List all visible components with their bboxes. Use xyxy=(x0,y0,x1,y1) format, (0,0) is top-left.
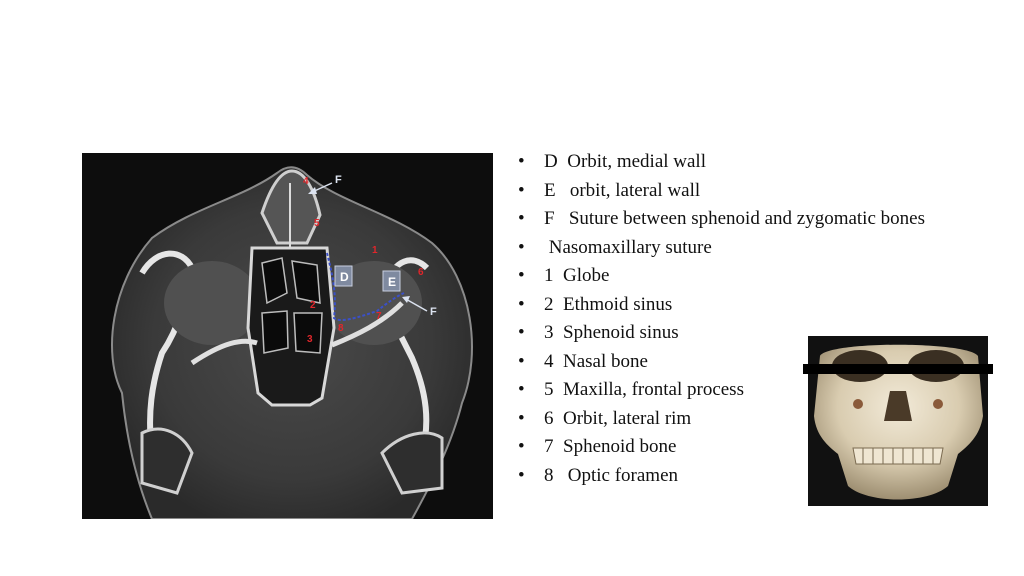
bullet-glyph: • xyxy=(518,265,525,286)
ct-scan-image: 4 5 1 6 2 3 7 8 D E F F xyxy=(82,153,493,519)
ct-label-f-top: F xyxy=(335,174,342,186)
arrow-f-right-head xyxy=(402,296,410,303)
legend-item-text: F Suture between sphenoid and zygomatic … xyxy=(544,208,925,229)
bullet-glyph: • xyxy=(518,350,525,372)
bullet-glyph: • xyxy=(518,407,525,429)
bullet-glyph: • xyxy=(518,436,525,457)
bullet-glyph: • xyxy=(518,379,525,400)
bullet-glyph: • xyxy=(518,208,525,229)
ct-label-2: 2 xyxy=(310,300,316,311)
legend-item: • 1 Globe xyxy=(518,266,948,285)
legend-item: • F Suture between sphenoid and zygomatic… xyxy=(518,209,948,228)
skull-right-cheek xyxy=(933,399,943,409)
right-temporal-bone xyxy=(380,431,444,495)
right-sphenoid-wing xyxy=(331,301,404,348)
ethmoid-cells xyxy=(261,257,323,354)
legend-item-text: Nasomaxillary suture xyxy=(544,236,712,258)
ct-label-4: 4 xyxy=(303,176,309,187)
bullet-glyph: • xyxy=(518,464,525,486)
left-globe xyxy=(164,261,260,345)
ct-scan-drawing: 4 5 1 6 2 3 7 8 D E F F xyxy=(111,166,473,519)
suture-line xyxy=(326,252,405,321)
skull-nasal-cavity xyxy=(884,391,912,421)
axial-cut-line xyxy=(803,364,993,374)
left-sphenoid-wing xyxy=(190,338,258,366)
legend-list: • D Orbit, medial wall • E orbit, lateral … xyxy=(518,152,948,494)
legend-item-text: 6 Orbit, lateral rim xyxy=(544,407,692,429)
legend-item: • 4 Nasal bone xyxy=(518,352,948,371)
legend-item-text: 7 Sphenoid bone xyxy=(544,436,677,457)
legend-item: • Nasomaxillary suture xyxy=(518,238,948,257)
skull-teeth xyxy=(852,447,944,465)
ct-label-7: 7 xyxy=(376,311,382,322)
ct-label-f-right: F xyxy=(430,306,437,318)
skull-left-cheek xyxy=(853,399,863,409)
legend-item: • E orbit, lateral wall xyxy=(518,181,948,200)
legend-item-text: E orbit, lateral wall xyxy=(544,179,701,201)
legend-item-text: 2 Ethmoid sinus xyxy=(544,293,673,315)
left-temporal-bone xyxy=(140,427,194,495)
ct-label-6: 6 xyxy=(418,267,424,278)
bullet-glyph: • xyxy=(518,293,525,315)
ct-label-1: 1 xyxy=(372,245,378,256)
legend-item: • 3 Sphenoid sinus xyxy=(518,323,948,342)
legend-item-text: 4 Nasal bone xyxy=(544,350,648,372)
legend-item-text: 5 Maxilla, frontal process xyxy=(544,379,744,400)
bullet-glyph: • xyxy=(518,236,525,258)
arrow-f-top-head xyxy=(308,187,317,194)
legend-item-text: 3 Sphenoid sinus xyxy=(544,322,679,343)
ct-label-3: 3 xyxy=(307,334,313,345)
legend-item-text: D Orbit, medial wall xyxy=(544,151,706,172)
legend-item: • 2 Ethmoid sinus xyxy=(518,295,948,314)
bullet-glyph: • xyxy=(518,179,525,201)
skull-render-image xyxy=(808,336,988,506)
bullet-glyph: • xyxy=(518,322,525,343)
skull-teeth-lines xyxy=(862,448,934,464)
legend-item: • 7 Sphenoid bone xyxy=(518,437,948,456)
ct-label-8: 8 xyxy=(338,323,344,334)
legend-item: • 6 Orbit, lateral rim xyxy=(518,409,948,428)
label-box-d xyxy=(334,265,353,287)
label-box-e xyxy=(382,270,401,292)
bullet-glyph: • xyxy=(518,151,525,172)
skull-icon xyxy=(814,344,983,500)
legend-item: • 8 Optic foramen xyxy=(518,466,948,485)
legend-item-text: 8 Optic foramen xyxy=(544,464,679,486)
legend-item: • D Orbit, medial wall xyxy=(518,152,948,171)
ct-label-e: E xyxy=(388,275,396,289)
legend-item: • 5 Maxilla, frontal process xyxy=(518,380,948,399)
ct-label-5: 5 xyxy=(314,218,320,229)
ct-label-d: D xyxy=(340,270,349,284)
legend-item-text: 1 Globe xyxy=(544,265,610,286)
